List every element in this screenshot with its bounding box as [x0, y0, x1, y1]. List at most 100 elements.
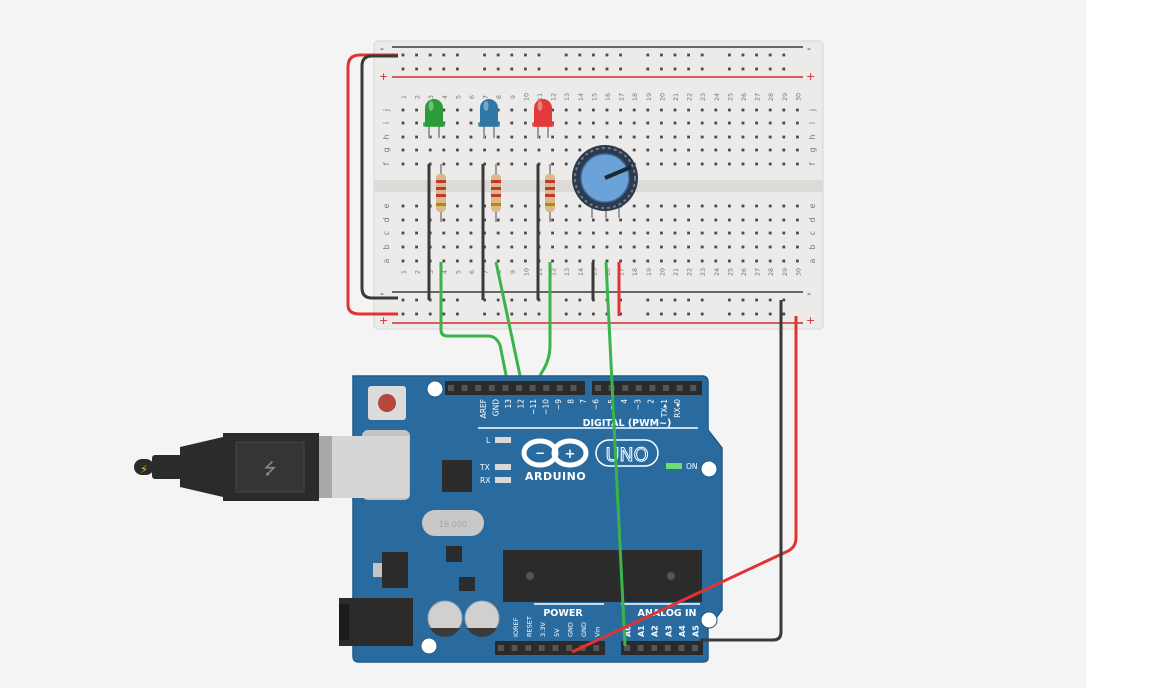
rail-hole[interactable] — [442, 312, 446, 316]
rail-hole[interactable] — [687, 298, 690, 302]
wires[interactable] — [346, 53, 621, 386]
terminal-hole[interactable] — [660, 259, 663, 263]
terminal-hole[interactable] — [728, 121, 731, 125]
rail-hole[interactable] — [700, 298, 704, 302]
rail-hole[interactable] — [673, 298, 677, 302]
rail-hole[interactable] — [456, 298, 459, 302]
rail-hole[interactable] — [578, 53, 582, 57]
terminal-hole[interactable] — [768, 108, 772, 112]
wire-green-led1-pin13[interactable] — [439, 262, 510, 386]
wire-black-left-rail[interactable] — [360, 54, 398, 300]
terminal-hole[interactable] — [755, 162, 758, 166]
terminal-hole[interactable] — [578, 121, 582, 125]
terminal-hole[interactable] — [755, 259, 758, 263]
terminal-hole[interactable] — [524, 108, 527, 112]
terminal-hole[interactable] — [660, 148, 663, 152]
resistor[interactable] — [545, 164, 555, 222]
terminal-hole[interactable] — [578, 218, 582, 222]
header-pin[interactable] — [475, 385, 482, 391]
terminal-hole[interactable] — [782, 204, 786, 208]
terminal-hole[interactable] — [592, 121, 595, 125]
terminal-hole[interactable] — [673, 162, 677, 166]
terminal-hole[interactable] — [632, 204, 636, 208]
terminal-hole[interactable] — [714, 259, 718, 263]
rail-hole[interactable] — [510, 53, 514, 57]
terminal-hole[interactable] — [646, 218, 650, 222]
terminal-hole[interactable] — [728, 259, 731, 263]
green-led[interactable] — [423, 99, 445, 138]
terminal-hole[interactable] — [401, 204, 405, 208]
terminal-hole[interactable] — [782, 231, 786, 235]
terminal-hole[interactable] — [687, 218, 690, 222]
terminal-hole[interactable] — [510, 108, 514, 112]
header-pin[interactable] — [543, 385, 550, 391]
terminal-hole[interactable] — [564, 218, 568, 222]
rail-hole[interactable] — [524, 67, 527, 71]
terminal-hole[interactable] — [741, 245, 745, 249]
terminal-hole[interactable] — [456, 218, 459, 222]
terminal-hole[interactable] — [660, 162, 663, 166]
terminal-hole[interactable] — [592, 218, 595, 222]
terminal-hole[interactable] — [632, 245, 636, 249]
rail-hole[interactable] — [660, 67, 663, 71]
terminal-hole[interactable] — [564, 121, 568, 125]
terminal-hole[interactable] — [469, 108, 473, 112]
terminal-hole[interactable] — [510, 121, 514, 125]
rail-hole[interactable] — [673, 312, 677, 316]
terminal-hole[interactable] — [415, 135, 418, 139]
terminal-hole[interactable] — [483, 148, 486, 152]
terminal-hole[interactable] — [401, 108, 405, 112]
terminal-hole[interactable] — [442, 259, 446, 263]
rail-hole[interactable] — [673, 53, 677, 57]
terminal-hole[interactable] — [401, 218, 405, 222]
terminal-hole[interactable] — [768, 259, 772, 263]
terminal-hole[interactable] — [673, 231, 677, 235]
terminal-hole[interactable] — [687, 204, 690, 208]
terminal-hole[interactable] — [510, 162, 514, 166]
terminal-hole[interactable] — [578, 259, 582, 263]
terminal-hole[interactable] — [456, 162, 459, 166]
terminal-hole[interactable] — [537, 148, 541, 152]
rail-hole[interactable] — [619, 67, 622, 71]
rail-hole[interactable] — [496, 53, 500, 57]
rail-hole[interactable] — [401, 298, 405, 302]
terminal-hole[interactable] — [442, 148, 446, 152]
header-pin[interactable] — [516, 385, 522, 391]
terminal-hole[interactable] — [646, 204, 650, 208]
terminal-hole[interactable] — [510, 135, 514, 139]
terminal-hole[interactable] — [728, 218, 731, 222]
rail-hole[interactable] — [401, 67, 405, 71]
terminal-hole[interactable] — [796, 121, 799, 125]
terminal-hole[interactable] — [782, 218, 786, 222]
terminal-hole[interactable] — [524, 162, 527, 166]
terminal-hole[interactable] — [755, 218, 758, 222]
rail-hole[interactable] — [605, 67, 609, 71]
header-pin[interactable] — [529, 385, 536, 391]
terminal-hole[interactable] — [796, 108, 799, 112]
terminal-hole[interactable] — [469, 245, 473, 249]
terminal-hole[interactable] — [578, 231, 582, 235]
rail-hole[interactable] — [782, 53, 786, 57]
terminal-hole[interactable] — [782, 148, 786, 152]
terminal-hole[interactable] — [755, 245, 758, 249]
rail-hole[interactable] — [564, 53, 568, 57]
rail-hole[interactable] — [578, 67, 582, 71]
terminal-hole[interactable] — [456, 231, 459, 235]
terminal-hole[interactable] — [741, 148, 745, 152]
rail-hole[interactable] — [496, 67, 500, 71]
terminal-hole[interactable] — [483, 259, 486, 263]
terminal-hole[interactable] — [755, 121, 758, 125]
terminal-hole[interactable] — [564, 245, 568, 249]
reset-button[interactable] — [368, 386, 406, 420]
rail-hole[interactable] — [728, 298, 731, 302]
rail-hole[interactable] — [510, 67, 514, 71]
terminal-hole[interactable] — [700, 231, 704, 235]
header-pin[interactable] — [692, 645, 698, 651]
terminal-hole[interactable] — [687, 108, 690, 112]
terminal-hole[interactable] — [496, 245, 500, 249]
header-pin[interactable] — [570, 385, 577, 391]
terminal-hole[interactable] — [714, 135, 718, 139]
rail-hole[interactable] — [428, 67, 432, 71]
usb-cable[interactable]: ⭍ ⚡ — [134, 433, 319, 501]
terminal-hole[interactable] — [551, 218, 554, 222]
